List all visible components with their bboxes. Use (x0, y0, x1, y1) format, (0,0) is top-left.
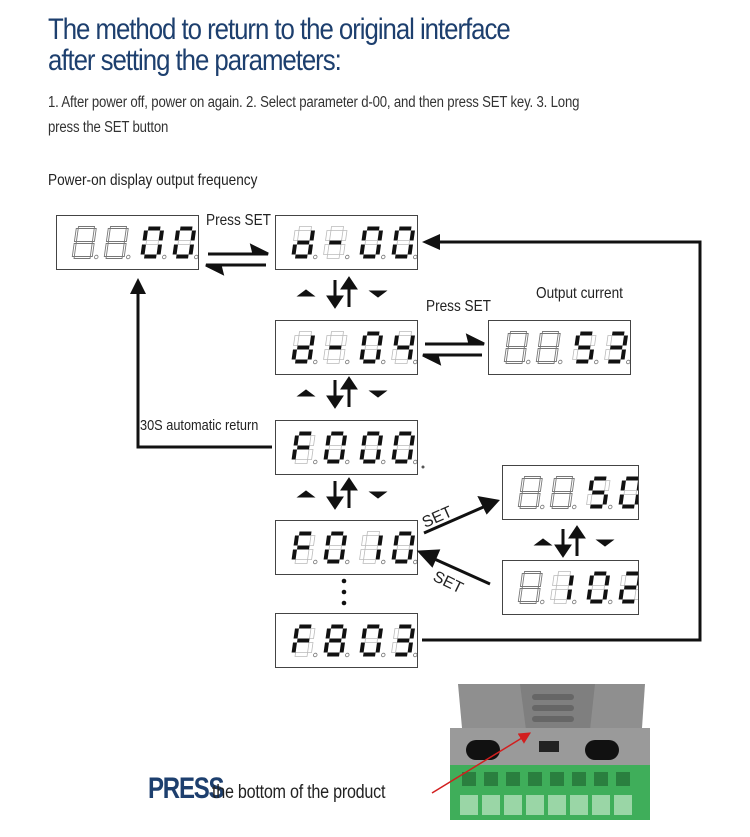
exchange-arrows-top (205, 243, 269, 276)
press-rest-text: the bottom of the product (212, 782, 386, 803)
digit (291, 531, 318, 565)
digit (359, 226, 386, 260)
set-arrow-up (423, 496, 500, 535)
digit (618, 571, 638, 604)
auto-return-label: 30S automatic return (140, 417, 259, 434)
digit (550, 571, 577, 605)
digit (359, 531, 386, 565)
nav-arrows-2 (296, 376, 388, 409)
nav-arrows-1 (296, 276, 388, 309)
digit (291, 624, 318, 658)
small-dot (421, 465, 425, 469)
title-line-1: The method to return to the original int… (48, 13, 511, 46)
digit (535, 331, 563, 365)
display-f-000 (275, 420, 418, 475)
display-output-frequency (56, 215, 199, 270)
digit (391, 226, 417, 260)
digit (323, 531, 350, 565)
digit (71, 226, 99, 260)
digit (618, 476, 638, 509)
digit (391, 331, 417, 365)
digit (103, 226, 131, 260)
press-instruction: PRESSthe bottom of the product (148, 772, 416, 806)
nav-arrows-4 (533, 525, 615, 558)
display-value-50 (502, 465, 639, 520)
digit (549, 476, 577, 510)
digit (586, 476, 613, 510)
digit (323, 226, 350, 260)
power-on-label: Power-on display output frequency (48, 172, 258, 189)
digit (517, 476, 545, 510)
display-f-010 (275, 520, 418, 575)
digit (291, 331, 318, 365)
product-image (450, 684, 650, 820)
display-value-102 (502, 560, 639, 615)
digit (291, 431, 318, 465)
digit (391, 624, 417, 658)
digit (604, 331, 630, 365)
set-label-lower: SET (430, 568, 466, 597)
digit (323, 624, 350, 658)
digit (359, 331, 386, 365)
press-set-label-top: Press SET (206, 212, 271, 229)
display-d-04 (275, 320, 418, 375)
title-line-2: after setting the parameters: (48, 44, 342, 77)
pointer-arrow (431, 732, 532, 794)
digit (391, 431, 417, 465)
display-output-current (488, 320, 631, 375)
set-label-upper: SET (420, 503, 456, 531)
digit (323, 331, 350, 365)
output-current-label: Output current (536, 285, 623, 302)
digit (172, 226, 198, 260)
digit (503, 331, 531, 365)
instructions-line-2: press the SET button (48, 119, 169, 136)
digit (572, 331, 599, 365)
digit (359, 624, 386, 658)
exchange-arrows-mid (422, 333, 485, 366)
instructions-text: 1. After power off, power on again. 2. S… (48, 90, 643, 140)
ellipsis-dots (341, 578, 347, 606)
digit (359, 431, 386, 465)
digit (291, 226, 318, 260)
set-arrow-down (416, 549, 491, 586)
digit (586, 571, 613, 605)
press-set-label-mid: Press SET (426, 298, 491, 315)
press-word: PRESS (148, 772, 225, 805)
display-d-00 (275, 215, 418, 270)
page-title: The method to return to the original int… (48, 14, 581, 76)
nav-arrows-3 (296, 477, 388, 510)
display-f-803 (275, 613, 418, 668)
digit (391, 531, 417, 565)
digit (517, 571, 545, 605)
instructions-line-1: 1. After power off, power on again. 2. S… (48, 94, 580, 111)
digit (140, 226, 167, 260)
digit (323, 431, 350, 465)
